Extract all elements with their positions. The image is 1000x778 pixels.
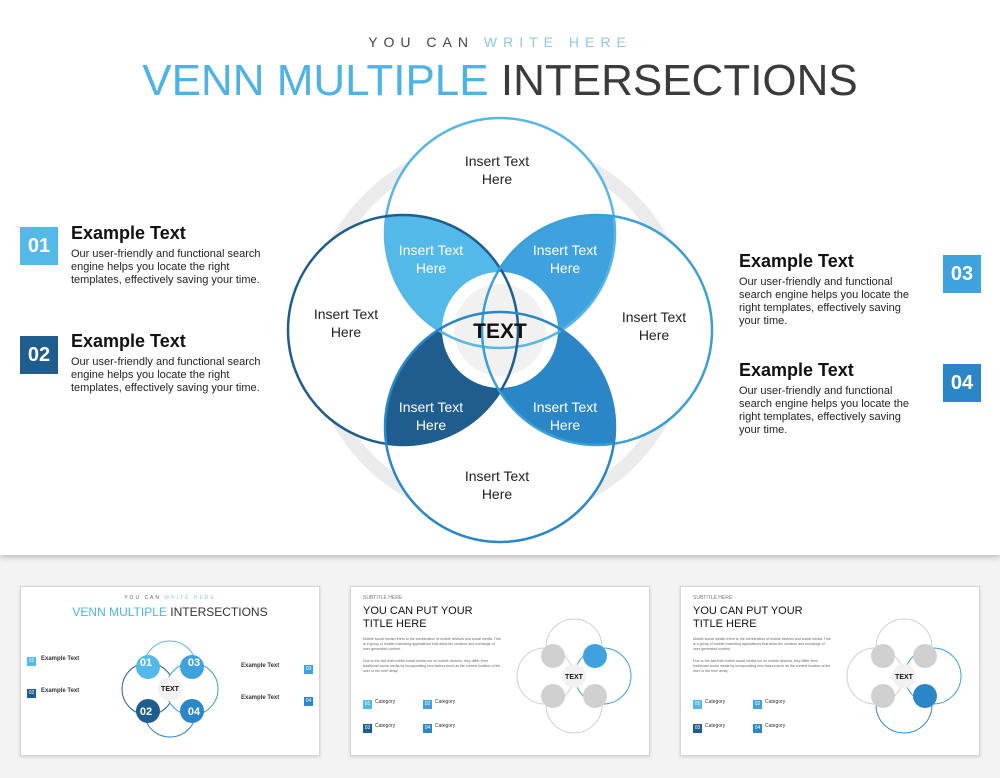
venn-tr-l1: Insert Text — [533, 242, 597, 258]
main-slide: YOU CAN WRITE HERE VENN MULTIPLE INTERSE… — [0, 0, 1000, 555]
item-02-body: Our user-friendly and functional search … — [71, 356, 261, 394]
venn-center-label: TEXT — [473, 320, 527, 343]
badge-02: 02 — [20, 336, 58, 374]
thumbnail-1[interactable]: YOU CAN WRITE HERE VENN MULTIPLE INTERSE… — [20, 586, 320, 756]
item-03-body: Our user-friendly and functional search … — [739, 276, 910, 327]
venn-left-l2: Here — [331, 324, 362, 340]
badge-04: 04 — [943, 364, 981, 402]
item-04: Example Text Our user-friendly and funct… — [739, 360, 924, 437]
badge-03: 03 — [943, 255, 981, 293]
venn-diagram: TEXT Insert Text Here Insert Text Here I… — [286, 116, 714, 544]
svg-text:03: 03 — [188, 657, 200, 669]
venn-right-l1: Insert Text — [622, 309, 686, 325]
thumbnail-2-venn: TEXT — [516, 618, 632, 734]
venn-top-l1: Insert Text — [465, 153, 529, 169]
center-disc — [454, 284, 546, 376]
svg-text:TEXT: TEXT — [895, 674, 914, 681]
venn-bottom-l1: Insert Text — [465, 468, 529, 484]
thumbnail-1-venn: 01 03 02 04 TEXT — [121, 640, 219, 738]
item-02: Example Text Our user-friendly and funct… — [71, 331, 271, 395]
venn-bl-l1: Insert Text — [399, 399, 463, 415]
venn-tl-l2: Here — [416, 260, 447, 276]
venn-bottom-l2: Here — [482, 486, 513, 502]
venn-bl-l2: Here — [416, 417, 447, 433]
item-01-body: Our user-friendly and functional search … — [71, 248, 261, 286]
svg-text:01: 01 — [140, 657, 152, 669]
venn-top-l2: Here — [482, 171, 513, 187]
venn-br-l2: Here — [550, 417, 581, 433]
thumbnail-3[interactable]: SUBTITLE HERE YOU CAN PUT YOUR TITLE HER… — [680, 586, 980, 756]
venn-right-l2: Here — [639, 327, 670, 343]
slide-title: VENN MULTIPLE INTERSECTIONS — [142, 56, 858, 105]
kicker-text: YOU CAN WRITE HERE — [368, 34, 632, 50]
item-01: Example Text Our user-friendly and funct… — [71, 223, 271, 287]
venn-br-l1: Insert Text — [533, 399, 597, 415]
item-03: Example Text Our user-friendly and funct… — [739, 251, 924, 328]
venn-left-l1: Insert Text — [314, 306, 378, 322]
svg-text:04: 04 — [188, 706, 201, 718]
thumbnail-3-venn: TEXT — [846, 618, 962, 734]
item-02-heading: Example Text — [71, 331, 186, 351]
item-03-heading: Example Text — [739, 251, 854, 271]
venn-tr-l2: Here — [550, 260, 581, 276]
item-04-body: Our user-friendly and functional search … — [739, 385, 910, 436]
svg-text:TEXT: TEXT — [161, 686, 180, 693]
venn-tl-l1: Insert Text — [399, 242, 463, 258]
svg-text:TEXT: TEXT — [565, 674, 584, 681]
svg-text:02: 02 — [140, 706, 152, 718]
item-04-heading: Example Text — [739, 360, 854, 380]
badge-01: 01 — [20, 227, 58, 265]
item-01-heading: Example Text — [71, 223, 186, 243]
thumbnail-2[interactable]: SUBTITLE HERE YOU CAN PUT YOUR TITLE HER… — [350, 586, 650, 756]
